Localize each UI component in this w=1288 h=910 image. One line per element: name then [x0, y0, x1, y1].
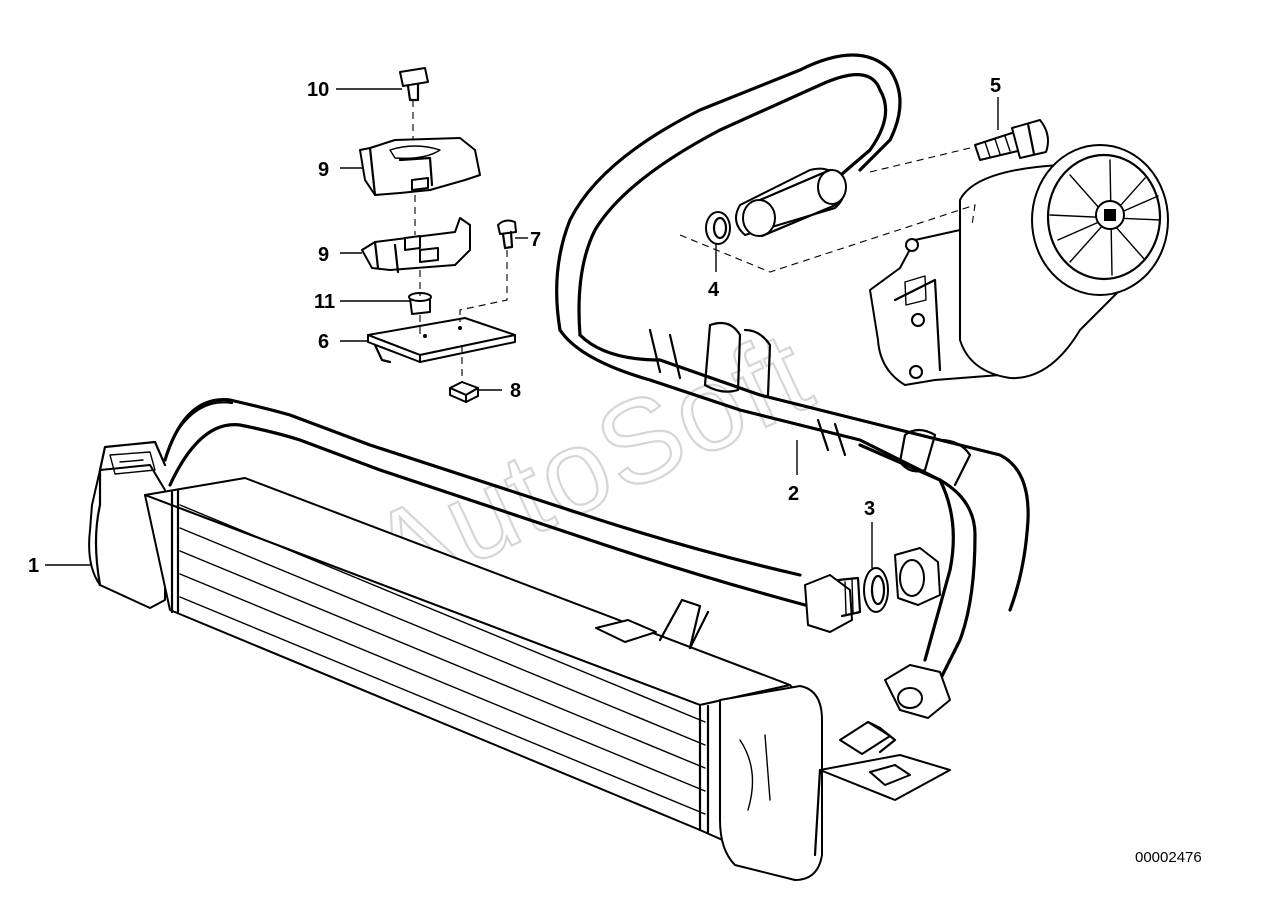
callout-7: 7: [530, 229, 541, 251]
callout-labels: 1 2 3 4 5 6 7 8 9 9 10 11: [28, 75, 1001, 577]
retaining-plate-6: [367, 317, 516, 364]
callout-4: 4: [708, 279, 720, 301]
oil-line-lower: [163, 398, 807, 607]
callout-11: 11: [314, 291, 335, 313]
bushing-11: [408, 292, 432, 315]
union-fittings: [804, 547, 951, 719]
callout-9-upper: 9: [318, 159, 329, 181]
callout-leaders: [45, 88, 999, 568]
callout-2: 2: [788, 483, 799, 505]
holder-lower-9: [361, 217, 471, 274]
callout-3: 3: [864, 498, 875, 520]
oil-cooler: [88, 440, 951, 881]
screw-10: [399, 67, 429, 102]
holder-upper-9: [359, 137, 481, 197]
bolt-7: [497, 219, 517, 250]
line-connector-block: [735, 167, 847, 238]
callout-6: 6: [318, 331, 329, 353]
sealing-ring-4: [705, 211, 731, 245]
callout-5: 5: [990, 75, 1001, 97]
sealing-ring-3: [863, 567, 889, 613]
nut-8: [449, 381, 479, 403]
callout-1: 1: [28, 555, 39, 577]
hollow-bolt-5: [974, 119, 1049, 161]
callout-8: 8: [510, 380, 521, 402]
callout-9-lower: 9: [318, 244, 329, 266]
diagram-reference-number: 00002476: [1135, 849, 1202, 866]
oil-line-upper: [555, 53, 1030, 682]
callout-10: 10: [307, 79, 329, 101]
oil-filter-housing: [869, 144, 1169, 386]
